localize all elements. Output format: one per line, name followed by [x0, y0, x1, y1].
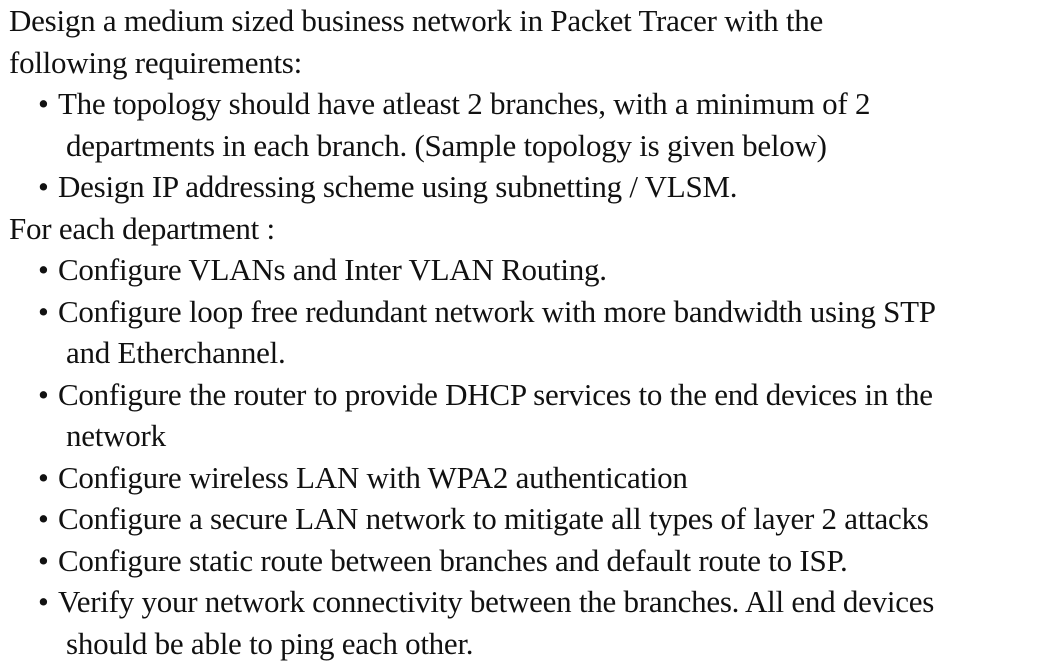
- bullet-icon: •: [38, 166, 49, 208]
- list-item-text-continued: departments in each branch. (Sample topo…: [58, 125, 1049, 167]
- list-item: • Configure wireless LAN with WPA2 authe…: [9, 457, 1049, 499]
- list-item: • Configure a secure LAN network to miti…: [9, 498, 1049, 540]
- department-tasks-list: • Configure VLANs and Inter VLAN Routing…: [9, 249, 1049, 664]
- list-item: • Configure VLANs and Inter VLAN Routing…: [9, 249, 1049, 291]
- list-item-text: Configure VLANs and Inter VLAN Routing.: [58, 252, 607, 287]
- intro-line-2: following requirements:: [9, 45, 302, 80]
- bullet-icon: •: [38, 540, 49, 582]
- bullet-icon: •: [38, 581, 49, 623]
- list-item-text: Configure the router to provide DHCP ser…: [58, 377, 933, 412]
- intro-line-1: Design a medium sized business network i…: [9, 3, 823, 38]
- bullet-icon: •: [38, 291, 49, 333]
- list-item-text: Configure a secure LAN network to mitiga…: [58, 501, 929, 536]
- list-item-text: Configure static route between branches …: [58, 543, 848, 578]
- list-item: • Configure loop free redundant network …: [9, 291, 1049, 374]
- intro-paragraph: Design a medium sized business network i…: [9, 0, 1049, 83]
- list-item-text-continued: network: [58, 415, 1049, 457]
- list-item-text-continued: should be able to ping each other.: [58, 623, 1049, 664]
- list-item-text: Verify your network connectivity between…: [58, 584, 934, 619]
- list-item-text: Configure loop free redundant network wi…: [58, 294, 936, 329]
- list-item: • Verify your network connectivity betwe…: [9, 581, 1049, 664]
- list-item-text: Design IP addressing scheme using subnet…: [58, 169, 737, 204]
- bullet-icon: •: [38, 498, 49, 540]
- bullet-icon: •: [38, 249, 49, 291]
- requirements-list: • The topology should have atleast 2 bra…: [9, 83, 1049, 208]
- document-body: Design a medium sized business network i…: [9, 0, 1049, 664]
- list-item-text: The topology should have atleast 2 branc…: [58, 86, 870, 121]
- list-item: • The topology should have atleast 2 bra…: [9, 83, 1049, 166]
- list-item-text-continued: and Etherchannel.: [58, 332, 1049, 374]
- bullet-icon: •: [38, 457, 49, 499]
- list-item: • Configure the router to provide DHCP s…: [9, 374, 1049, 457]
- department-heading: For each department :: [9, 208, 1049, 250]
- bullet-icon: •: [38, 374, 49, 416]
- list-item-text: Configure wireless LAN with WPA2 authent…: [58, 460, 688, 495]
- bullet-icon: •: [38, 83, 49, 125]
- list-item: • Configure static route between branche…: [9, 540, 1049, 582]
- list-item: • Design IP addressing scheme using subn…: [9, 166, 1049, 208]
